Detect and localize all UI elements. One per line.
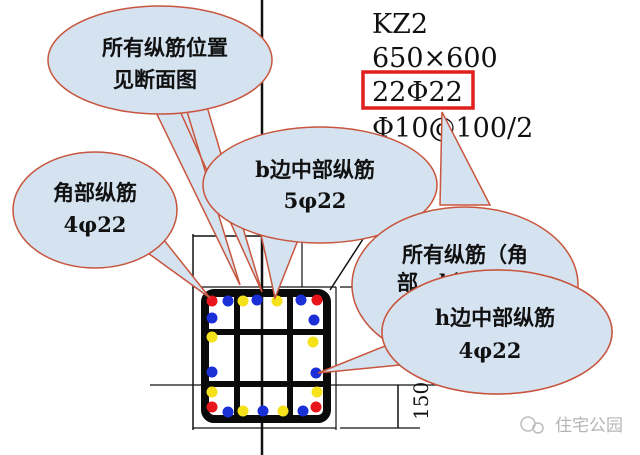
column-section	[201, 289, 331, 423]
dimension-150: 150	[409, 382, 433, 420]
callout-b-middle-line2: 5φ22	[284, 188, 347, 213]
column-name: KZ2	[372, 9, 428, 40]
h-side-rebar	[206, 366, 218, 378]
rebar-group	[206, 294, 323, 418]
b-side-rebar	[311, 386, 323, 398]
callout-all-bars-line1: 所有纵筋（角	[402, 242, 528, 267]
b-side-rebar	[206, 331, 218, 343]
column-label: KZ2 650×600 22Φ22 Φ10@100/2	[361, 9, 533, 144]
callout-h-middle-overlay	[381, 269, 613, 395]
watermark-text: 住宅公园	[555, 416, 623, 436]
callout-h-middle-line1: h边中部纵筋	[435, 305, 555, 330]
longitudinal-bars: 22Φ22	[372, 77, 463, 108]
b-side-rebar	[237, 295, 249, 307]
h-side-rebar	[295, 294, 307, 306]
h-side-rebar	[222, 406, 234, 418]
b-side-rebar	[277, 405, 289, 417]
h-side-rebar	[257, 405, 269, 417]
b-side-rebar	[206, 386, 218, 398]
h-side-rebar	[297, 405, 309, 417]
corner-rebar	[206, 401, 218, 413]
h-side-rebar	[251, 294, 263, 306]
h-side-rebar	[310, 367, 322, 379]
b-side-rebar	[307, 336, 319, 348]
corner-rebar	[310, 401, 322, 413]
callout-b-middle-line1: b边中部纵筋	[255, 157, 375, 182]
callout-h-middle-line2: 4φ22	[459, 338, 522, 363]
callout-corner-line1: 角部纵筋	[53, 180, 137, 205]
callout-corner-line2: 4φ22	[64, 212, 127, 237]
h-side-rebar	[222, 295, 234, 307]
callout-all-position-line1: 所有纵筋位置	[102, 35, 228, 60]
callout-b-middle	[202, 126, 438, 301]
callout-all-position-line2: 见断面图	[113, 67, 197, 92]
column-size: 650×600	[372, 43, 498, 74]
callout-corner	[12, 151, 211, 299]
h-side-rebar	[308, 314, 320, 326]
b-side-rebar	[237, 405, 249, 417]
h-side-rebar	[206, 312, 218, 324]
b-side-rebar	[271, 295, 283, 307]
highlight-box	[361, 70, 475, 110]
corner-rebar	[311, 294, 323, 306]
watermark: 住宅公园	[520, 416, 623, 436]
outer-stirrup	[201, 289, 331, 423]
